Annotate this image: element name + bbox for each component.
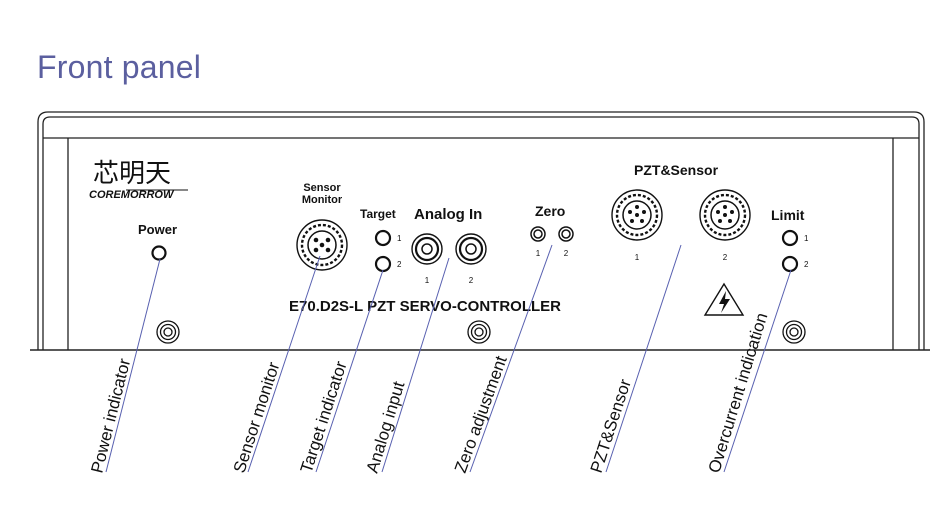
zero-adjust-2[interactable]: [558, 226, 574, 242]
power-label: Power: [138, 222, 177, 237]
page-title: Front panel: [37, 49, 202, 85]
leader-sensor-monitor: [247, 255, 321, 473]
limit-led-2: [781, 255, 799, 273]
sensor-monitor-label-1: Sensor: [303, 182, 341, 194]
pzt-sensor-label: PZT&Sensor: [634, 162, 719, 178]
zero-label: Zero: [535, 203, 565, 219]
limit-led-1-number: 1: [804, 234, 809, 243]
analog-input-2-connector[interactable]: [455, 233, 487, 265]
leader-analog: [381, 257, 450, 473]
target-led-2-number: 2: [397, 260, 402, 269]
mounting-screw-right: [782, 320, 806, 344]
panel-housing: [30, 111, 930, 351]
leader-target: [315, 269, 384, 473]
analog-input-2-number: 2: [469, 276, 474, 285]
pzt-sensor-connector-1[interactable]: [611, 189, 663, 241]
leader-power: [105, 258, 161, 473]
pzt-sensor-2-number: 2: [723, 253, 728, 262]
callout-target-indicator: Target indicator: [297, 359, 351, 476]
analog-in-label: Analog In: [414, 206, 482, 223]
brand-logo-en: COREMORROW: [89, 189, 175, 201]
mounting-screw-left: [156, 320, 180, 344]
leader-zero: [469, 244, 553, 473]
zero-adjust-1[interactable]: [530, 226, 546, 242]
power-led: [151, 245, 167, 261]
brand-logo-cn: 芯明天: [93, 158, 171, 188]
callout-sensor-monitor: Sensor monitor: [230, 359, 284, 475]
limit-led-2-number: 2: [804, 260, 809, 269]
zero-adjust-1-number: 1: [536, 249, 541, 258]
analog-input-1-number: 1: [425, 276, 430, 285]
limit-label: Limit: [771, 207, 805, 223]
zero-adjust-2-number: 2: [564, 249, 569, 258]
mounting-screw-center: [467, 320, 491, 344]
target-led-1-number: 1: [397, 234, 402, 243]
leader-lines: [105, 244, 792, 473]
model-name: E70.D2S-L PZT SERVO-CONTROLLER: [289, 298, 561, 315]
callout-zero-adjustment: Zero adjustment: [451, 353, 511, 475]
target-label: Target: [360, 207, 396, 221]
target-led-1: [374, 229, 392, 247]
callout-pzt-sensor: PZT&Sensor: [587, 376, 635, 475]
callout-power-indicator: Power indicator: [87, 356, 134, 475]
leader-overcurrent: [723, 269, 792, 473]
sensor-monitor-label-2: Monitor: [302, 194, 343, 206]
callout-labels: Power indicator Sensor monitor Target in…: [87, 311, 771, 476]
sensor-monitor-connector[interactable]: [296, 219, 348, 271]
analog-input-1-connector[interactable]: [411, 233, 443, 265]
high-voltage-warning-icon: [703, 282, 745, 316]
pzt-sensor-1-number: 1: [635, 253, 640, 262]
target-led-2: [374, 255, 392, 273]
leader-pzt: [605, 244, 682, 473]
callout-overcurrent-indication: Overcurrent indication: [705, 311, 772, 476]
pzt-sensor-connector-2[interactable]: [699, 189, 751, 241]
limit-led-1: [781, 229, 799, 247]
